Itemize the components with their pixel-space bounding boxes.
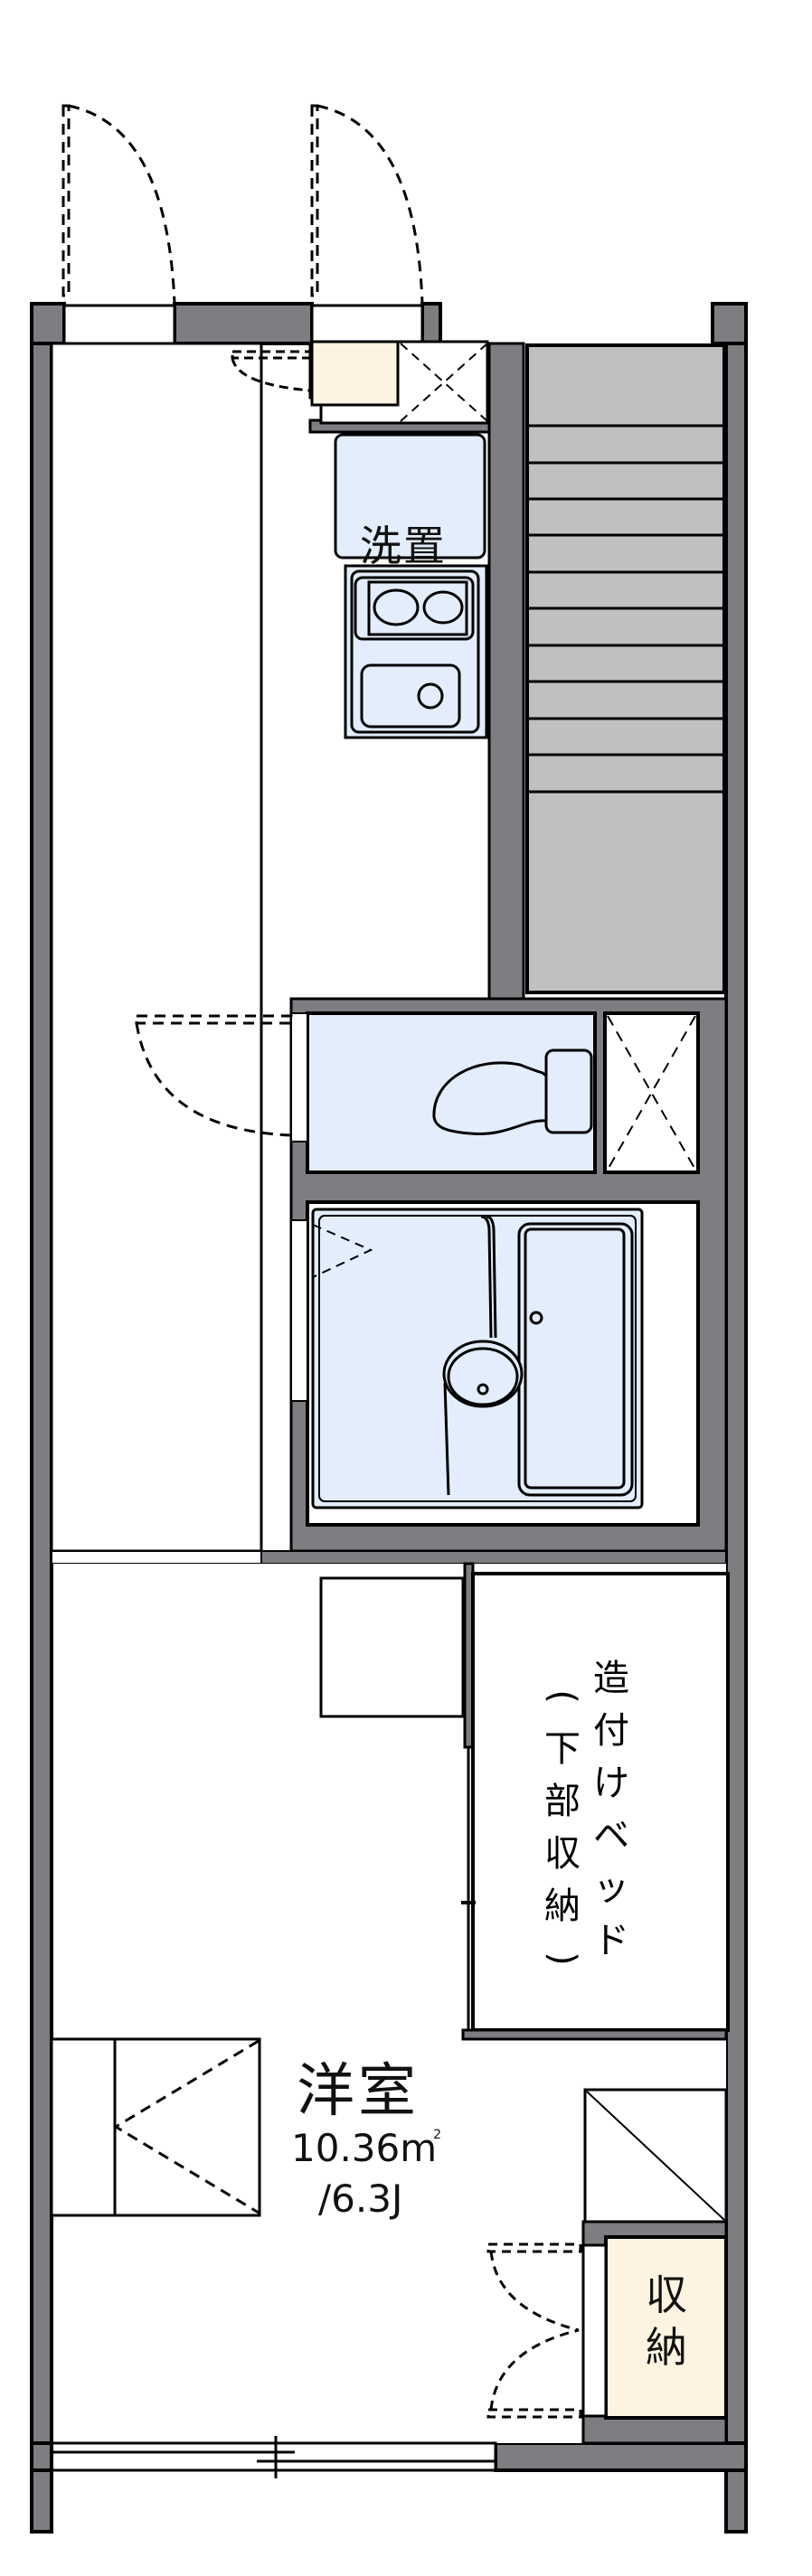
entry-door-swing-right (310, 104, 424, 305)
bed-bottom-wall (461, 2028, 728, 2041)
room-wall-band (260, 1550, 727, 1565)
entry-door-swing-left (61, 104, 176, 305)
toilet-icon (432, 1048, 593, 1136)
toilet-door-swing (135, 1014, 293, 1137)
storage-closet (604, 2235, 728, 2420)
bath-door-opening (290, 1219, 308, 1402)
entry-door-left-opening (62, 304, 176, 345)
air-conditioner-fold (113, 2039, 260, 2214)
washer-space (334, 433, 486, 559)
built-in-bed-label-col2: ( 下 部 収 納 ) (541, 1689, 583, 1966)
storage-door-opening (581, 2243, 608, 2418)
built-in-bed (471, 1572, 730, 2032)
shoe-closet (310, 340, 400, 407)
interior-wall-stairs (487, 342, 525, 1001)
air-conditioner-icon (50, 2037, 261, 2217)
built-in-bed-label: 造 付 け ベ ッ ド ( 下 部 収 納 ) (541, 1652, 633, 1985)
bathtub-icon (517, 1222, 634, 1497)
bottom-window (50, 2436, 497, 2478)
room-box-outline (319, 1576, 465, 1718)
room-tatami: /6.3J (318, 2176, 403, 2221)
outer-walls (30, 302, 748, 2534)
room-name: 洋室 (297, 2058, 420, 2125)
bath-partition-line (480, 1215, 497, 1339)
stairs (525, 343, 726, 994)
toilet-door-opening (290, 1012, 308, 1142)
entry-door-right-opening (310, 304, 424, 345)
room-area: 10.36m2 (291, 2126, 442, 2170)
washer-space-label: 洗置 (360, 522, 447, 570)
built-in-bed-label-col1: 造 付 け ベ ッ ド (593, 1658, 629, 1961)
bath-door-fold (312, 1224, 373, 1278)
stove-icon (367, 580, 468, 636)
shoe-closet-x-mark (400, 343, 488, 422)
sink-icon (360, 663, 461, 729)
storage-label: 収 納 (646, 2270, 687, 2372)
washbasin-icon (442, 1340, 524, 1496)
storage-door-swing (486, 2242, 582, 2419)
entrance-hall-floor (50, 342, 263, 1553)
shoe-closet-door-swing (231, 350, 314, 392)
pipe-space-x-mark (607, 1015, 696, 1170)
room-door-frame (51, 1550, 262, 1565)
